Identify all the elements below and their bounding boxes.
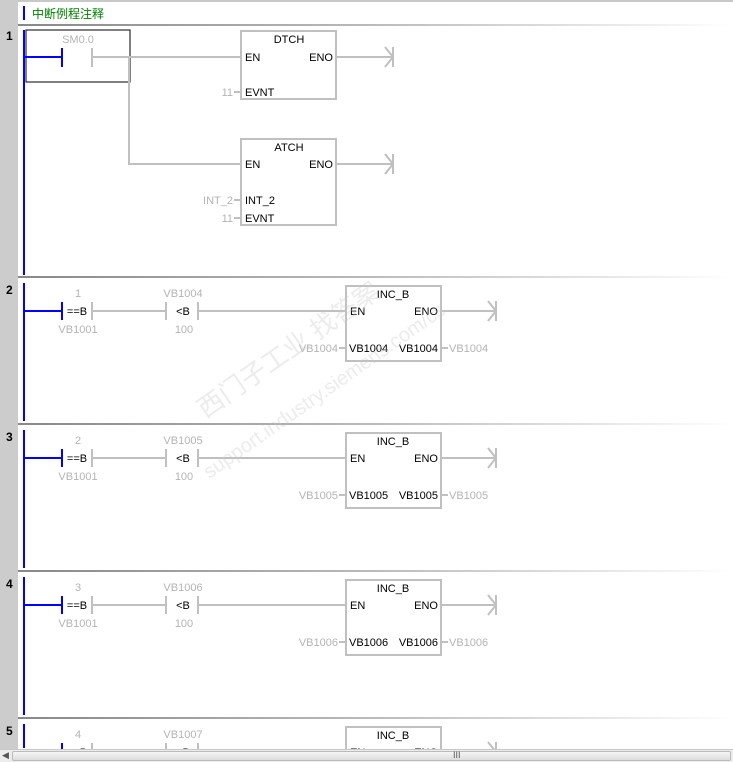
network-separator [18,570,733,572]
compare-operand-2: 100 [175,618,193,630]
eno-pin: ENO [414,306,438,318]
box-title: INC_B [377,436,409,448]
compare-operand-1: 1 [75,288,81,300]
box-title: DTCH [274,34,305,46]
inc-b-box[interactable] [345,285,442,362]
eno-pin: ENO [309,52,333,64]
output-arrow [336,46,395,68]
eno-pin: ENO [309,159,333,171]
compare-operand-2: 100 [175,471,193,483]
evnt-pin: EVNT [245,87,275,99]
eno-pin: ENO [414,600,438,612]
compare-operand-1: VB1004 [163,288,202,300]
compare-operand-2: VB1001 [58,324,97,336]
compare-operator: ==B [67,600,87,612]
top-border [0,0,733,2]
en-pin: EN [350,600,365,612]
out-value: VB1005 [449,490,488,502]
compare-operator: <B [176,306,190,318]
inc-b-box[interactable] [345,726,442,749]
horizontal-scrollbar[interactable]: ◀ III [0,749,733,762]
scroll-thumb[interactable]: III [12,750,731,761]
inc-b-box[interactable] [345,432,442,509]
out-pin: VB1006 [399,637,438,649]
compare-operand-1: 4 [75,729,81,741]
box-title: INC_B [377,730,409,742]
network-separator [18,276,733,278]
network-number: 4 [6,577,13,591]
atch-box[interactable]: ATCH EN ENO INT_2 INT_2 EVNT 11 [203,138,395,226]
network-number: 5 [6,724,13,738]
eno-pin: ENO [414,453,438,465]
compare-operator: <B [176,747,190,749]
in-pin: VB1004 [349,343,388,355]
en-pin: EN [350,747,365,749]
box-title: INC_B [377,289,409,301]
out-pin: VB1004 [399,343,438,355]
in-pin: VB1006 [349,637,388,649]
int-value: INT_2 [203,195,233,207]
in-pin: VB1005 [349,490,388,502]
routine-comment[interactable]: 中断例程注释 [23,6,104,21]
box-title: ATCH [274,142,303,154]
compare-operand-1: 2 [75,435,81,447]
evnt-value: 11 [222,87,233,99]
out-value: VB1006 [449,637,488,649]
compare-operand-1: VB1005 [163,435,202,447]
contact-address: SM0.0 [62,34,94,46]
compare-operand-1: VB1006 [163,582,202,594]
evnt-value: 11 [222,213,233,225]
evnt-pin: EVNT [245,213,275,225]
out-value: VB1004 [449,343,488,355]
scroll-grip: III [453,750,461,760]
scroll-left-icon[interactable]: ◀ [2,750,9,760]
compare-operator: ==B [67,453,87,465]
compare-operand-1: VB1007 [163,729,202,741]
network-gutter [0,0,18,749]
compare-operand-1: 3 [75,582,81,594]
compare-operator: ==B [67,747,87,749]
compare-operand-2: VB1001 [58,618,97,630]
dtch-box[interactable]: DTCH EN ENO EVNT 11 [222,30,395,100]
network-number: 2 [6,283,13,297]
eno-pin: ENO [414,747,438,749]
network-separator [18,24,733,26]
output-arrow [441,300,498,322]
network-separator [18,717,733,719]
network-1[interactable]: 1 SM0.0 DTCH EN ENO EVNT 11 ATCH EN ENO … [6,29,395,275]
in-value: VB1006 [299,637,338,649]
box-title: INC_B [377,583,409,595]
compare-operator: ==B [67,306,87,318]
network-separator [18,423,733,425]
en-pin: EN [245,52,260,64]
in-value: VB1004 [299,343,338,355]
in-value: VB1005 [299,490,338,502]
en-pin: EN [350,306,365,318]
network-5[interactable]: 5 4 ==B VB1007 <B INC_B EN ENO [6,717,733,749]
compare-operator: <B [176,600,190,612]
compare-contact-lt[interactable] [165,743,199,749]
routine-comment-text: 中断例程注释 [32,6,104,21]
output-arrow [487,741,497,749]
network-number: 1 [6,29,13,43]
network-number: 3 [6,430,13,444]
compare-operand-2: 100 [175,324,193,336]
compare-operator: <B [176,453,190,465]
wire [92,56,241,165]
contact-sm0-0[interactable]: SM0.0 [24,34,94,67]
out-pin: VB1005 [399,490,438,502]
int-pin: INT_2 [245,195,275,207]
compare-operand-2: VB1001 [58,471,97,483]
output-arrow [441,594,498,616]
compare-contact-eq[interactable] [24,743,93,749]
inc-b-box[interactable] [345,579,442,656]
output-arrow [441,447,498,469]
output-arrow [336,153,395,175]
en-pin: EN [245,159,260,171]
en-pin: EN [350,453,365,465]
